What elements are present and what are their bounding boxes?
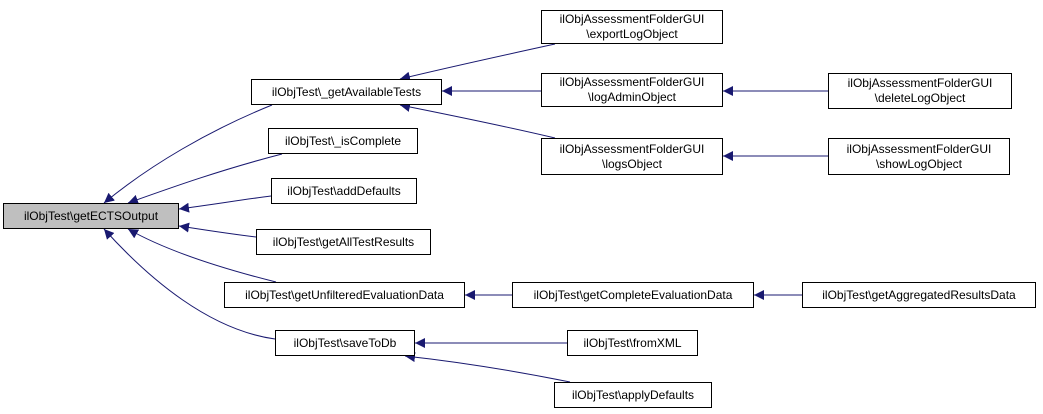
node-show-log-object[interactable]: ilObjAssessmentFolderGUI\showLogObject <box>828 138 1010 175</box>
node-get-aggregated-results-data[interactable]: ilObjTest\getAggregatedResultsData <box>802 282 1036 308</box>
node-logs-object[interactable]: ilObjAssessmentFolderGUI\logsObject <box>541 138 723 175</box>
node-label-line: ilObjTest\applyDefaults <box>571 387 695 402</box>
edge-logs-object-to-get-available-tests <box>399 102 556 139</box>
edge-export-log-object-to-get-available-tests <box>399 43 556 82</box>
node-label-line: ilObjAssessmentFolderGUI <box>559 12 705 26</box>
node-label-line: \logAdminObject <box>587 90 677 104</box>
node-label-line: \exportLogObject <box>586 27 678 41</box>
edge-get-unfiltered-evaluation-data-to-root <box>127 228 277 283</box>
edge-get-available-tests-to-root <box>103 104 273 204</box>
node-export-log-object[interactable]: ilObjAssessmentFolderGUI\exportLogObject <box>541 10 723 44</box>
node-apply-defaults[interactable]: ilObjTest\applyDefaults <box>554 382 712 408</box>
node-is-complete[interactable]: ilObjTest\_isComplete <box>268 128 418 154</box>
edge-add-defaults-to-root <box>178 195 272 213</box>
node-label-line: ilObjTest\getUnfilteredEvaluationData <box>245 287 444 302</box>
node-add-defaults[interactable]: ilObjTest\addDefaults <box>271 178 417 204</box>
node-get-unfiltered-evaluation-data[interactable]: ilObjTest\getUnfilteredEvaluationData <box>224 282 465 308</box>
node-label-line: ilObjTest\getCompleteEvaluationData <box>533 287 733 302</box>
node-get-available-tests[interactable]: ilObjTest\_getAvailableTests <box>251 79 442 105</box>
edge-get-all-test-results-to-root <box>178 222 257 238</box>
node-label-line: ilObjAssessmentFolderGUI <box>846 141 992 156</box>
node-label-line: ilObjTest\getAllTestResults <box>272 234 415 249</box>
node-label-line: ilObjAssessmentFolderGUI <box>559 141 705 156</box>
edge-is-complete-to-root <box>127 153 283 205</box>
node-label-line: ilObjTest\_isComplete <box>284 133 402 148</box>
node-label-line: ilObjTest\fromXML <box>583 335 682 350</box>
node-label-line: ilObjTest\saveToDb <box>293 335 397 350</box>
node-get-complete-evaluation-data[interactable]: ilObjTest\getCompleteEvaluationData <box>512 282 754 308</box>
node-save-to-db[interactable]: ilObjTest\saveToDb <box>275 330 415 356</box>
node-log-admin-object[interactable]: ilObjAssessmentFolderGUI\logAdminObject <box>541 73 723 107</box>
node-label-line: \logsObject <box>601 156 663 171</box>
node-get-all-test-results[interactable]: ilObjTest\getAllTestResults <box>256 229 431 255</box>
node-label-line: ilObjTest\addDefaults <box>287 183 401 198</box>
node-label-line: ilObjTest\getECTSOutput <box>23 208 159 223</box>
node-delete-log-object[interactable]: ilObjAssessmentFolderGUI\deleteLogObject <box>828 73 1012 109</box>
node-label-line: ilObjAssessmentFolderGUI <box>559 75 705 89</box>
edge-apply-defaults-to-save-to-db <box>404 352 571 383</box>
node-label-line: \deleteLogObject <box>874 91 966 105</box>
edge-save-to-db-to-root <box>103 228 276 340</box>
node-from-xml[interactable]: ilObjTest\fromXML <box>567 330 698 356</box>
node-label-line: ilObjTest\_getAvailableTests <box>271 84 422 99</box>
node-root-get-ects-output: ilObjTest\getECTSOutput <box>3 203 179 229</box>
node-label-line: ilObjTest\getAggregatedResultsData <box>822 287 1016 302</box>
node-label-line: ilObjAssessmentFolderGUI <box>847 76 993 90</box>
node-label-line: \showLogObject <box>875 156 963 171</box>
